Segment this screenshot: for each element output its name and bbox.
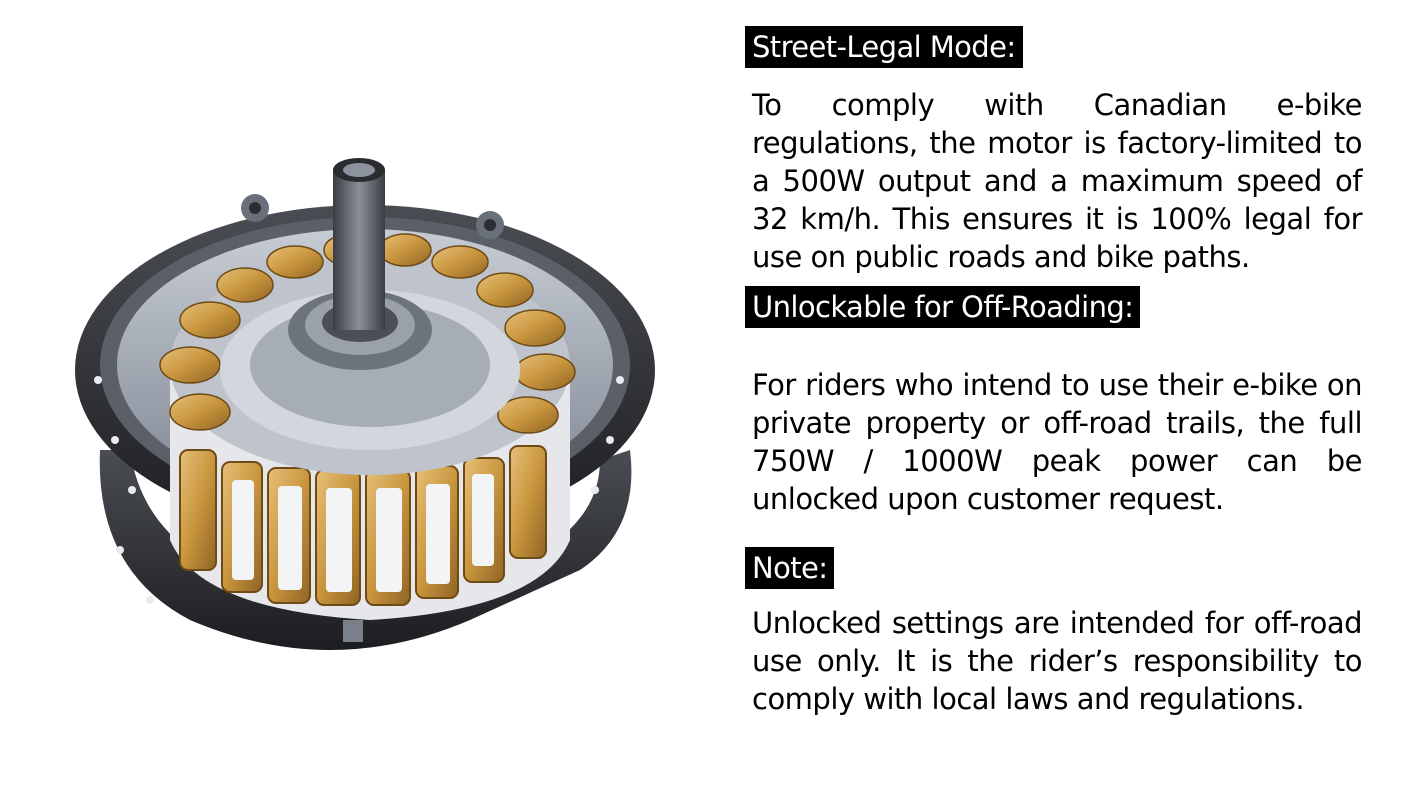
street-legal-text: To comply with Canadian e-bike regulatio… bbox=[752, 88, 1363, 274]
hub-motor-illustration bbox=[40, 150, 680, 690]
off-road-text: For riders who intend to use their e-bik… bbox=[752, 368, 1363, 516]
off-road-heading: Unlockable for Off-Roading: bbox=[745, 286, 1141, 328]
street-legal-heading: Street-Legal Mode: bbox=[745, 26, 1023, 68]
hub-motor-icon bbox=[75, 158, 655, 650]
note-heading: Note: bbox=[745, 547, 835, 589]
note-text: Unlocked settings are intended for off-r… bbox=[752, 606, 1363, 716]
